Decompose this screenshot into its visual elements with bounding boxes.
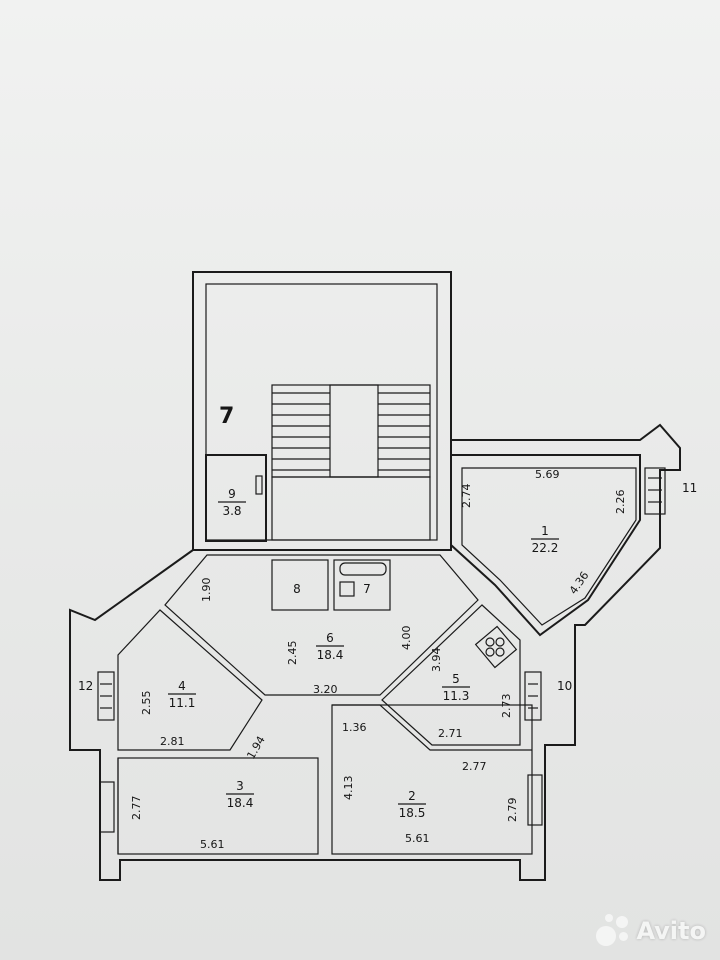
room-label-2: 218.5 <box>398 789 426 820</box>
dim-4-00: 4.00 <box>400 626 413 651</box>
dim-2-77-left: 2.77 <box>130 796 143 821</box>
room-label-4: 411.1 <box>168 679 196 710</box>
room-label-6: 618.4 <box>316 631 344 662</box>
dim-3-20: 3.20 <box>313 683 338 696</box>
room-area: 18.4 <box>317 648 344 662</box>
dim-3-94: 3.94 <box>430 648 443 673</box>
room-area: 11.1 <box>169 696 196 710</box>
room-area: 22.2 <box>532 541 559 555</box>
room-label-9: 93.8 <box>218 487 246 518</box>
dim-1-90: 1.90 <box>200 578 213 603</box>
room-area: 18.5 <box>399 806 426 820</box>
room-label-1: 122.2 <box>531 524 559 555</box>
balcony-10-label: 10 <box>557 679 572 693</box>
dim-2-77-right: 2.77 <box>462 760 487 773</box>
dim-2-71: 2.71 <box>438 727 463 740</box>
dim-2-55: 2.55 <box>140 691 153 716</box>
handwritten-mark: 7 <box>219 404 234 429</box>
room-area: 11.3 <box>443 689 470 703</box>
room-label-5: 511.3 <box>442 672 470 703</box>
room-label-3: 318.4 <box>226 779 254 810</box>
balcony-12-label: 12 <box>78 679 93 693</box>
room-area: 3.8 <box>222 504 241 518</box>
room-label-7: 7 <box>363 582 371 596</box>
dim-5-69: 5.69 <box>535 468 560 481</box>
room-label-8: 8 <box>293 582 301 596</box>
balcony-11-label: 11 <box>682 481 697 495</box>
dim-2-45: 2.45 <box>286 641 299 666</box>
dim-5-61-right: 5.61 <box>405 832 430 845</box>
room-number: 2 <box>408 789 416 803</box>
room-number: 7 <box>363 582 371 596</box>
avito-text: Avito <box>636 917 706 945</box>
room-number: 8 <box>293 582 301 596</box>
dim-2-74: 2.74 <box>460 484 473 509</box>
room-number: 6 <box>326 631 334 645</box>
avito-logo-icon <box>596 914 630 948</box>
room-number: 4 <box>178 679 186 693</box>
dim-1-36: 1.36 <box>342 721 367 734</box>
dim-4-13: 4.13 <box>342 776 355 801</box>
avito-watermark: Avito <box>596 914 706 948</box>
room-9 <box>205 454 267 542</box>
room-area: 18.4 <box>227 796 254 810</box>
dim-2-73: 2.73 <box>500 694 513 719</box>
room-number: 3 <box>236 779 244 793</box>
dim-1-94: 1.94 <box>244 734 268 762</box>
room-number: 5 <box>452 672 460 686</box>
apartment-outline <box>69 423 681 881</box>
room-number: 1 <box>541 524 549 538</box>
dim-2-26: 2.26 <box>614 490 627 515</box>
staircase <box>271 384 431 541</box>
dim-2-79: 2.79 <box>506 798 519 823</box>
dim-4-36: 4.36 <box>567 569 592 597</box>
dim-5-61-left: 5.61 <box>200 838 225 851</box>
dim-2-81: 2.81 <box>160 735 185 748</box>
stair-block <box>192 271 452 551</box>
room-number: 9 <box>228 487 236 501</box>
